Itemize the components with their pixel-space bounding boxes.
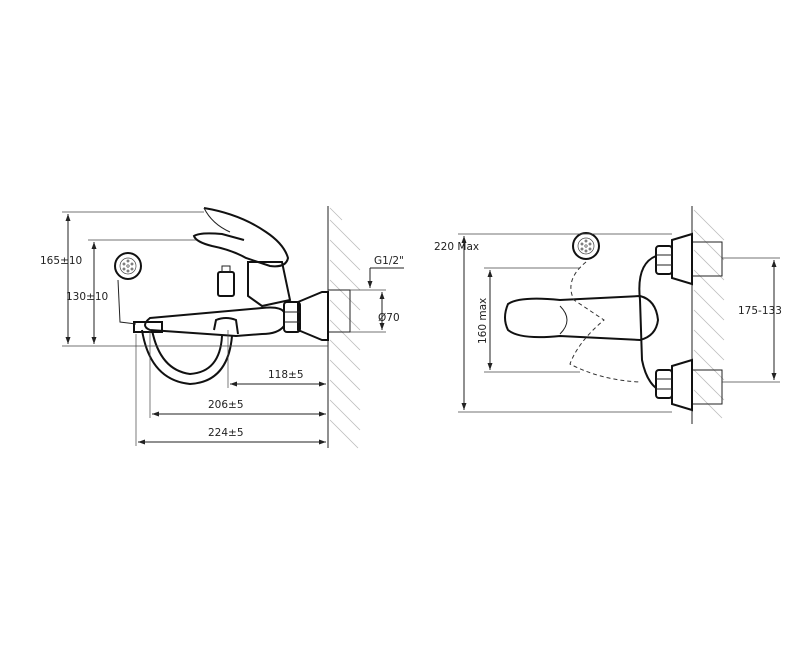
wall-flange — [297, 291, 329, 341]
diverter-knob — [217, 271, 235, 297]
dim-224: 224±5 — [208, 427, 244, 439]
lower-nut — [655, 369, 673, 399]
dim-160-max: 160 max — [477, 298, 489, 344]
wall-section-right — [691, 206, 725, 424]
diameter-label: Ø70 — [378, 312, 400, 324]
shower-head — [114, 252, 142, 280]
dim-height-spout: 130±10 — [66, 291, 108, 303]
shower-hose-inner — [151, 329, 223, 376]
lever-top — [504, 294, 660, 342]
cartridge-housing — [247, 261, 292, 308]
upper-nut — [655, 245, 673, 275]
upper-flange — [671, 232, 693, 286]
hose-dashed — [569, 261, 641, 383]
side-view: 165±10 130±10 118±5 206±5 224±5 G1/2" Ø7… — [40, 206, 404, 449]
mixer-body — [144, 306, 285, 338]
shower-holder — [133, 321, 163, 333]
dim-height-total: 165±10 — [40, 255, 82, 267]
dim-175-133: 175-133 — [738, 305, 782, 317]
top-view: 220 Max 160 max 175-133 — [434, 206, 782, 424]
shower-hose-outer — [141, 329, 233, 386]
lower-flange — [671, 358, 693, 412]
lever-handle — [192, 207, 290, 268]
wall-section-left — [327, 206, 361, 449]
spout-outlet — [213, 317, 239, 335]
thread-label: G1/2" — [374, 255, 404, 267]
dim-220-max: 220 Max — [434, 241, 479, 253]
dim-118: 118±5 — [268, 369, 304, 381]
mixer-body-top — [638, 255, 657, 389]
shower-head-top — [572, 232, 600, 260]
dim-206: 206±5 — [208, 399, 244, 411]
